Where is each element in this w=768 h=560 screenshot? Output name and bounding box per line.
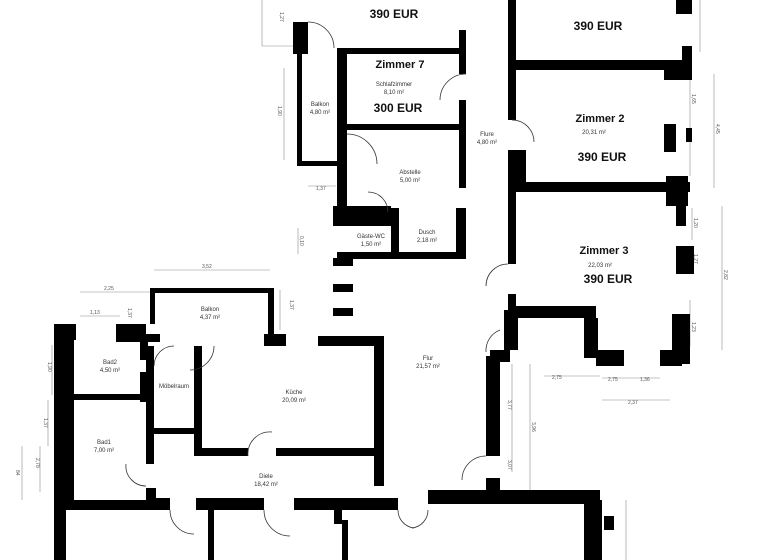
room-kueche: Küche 20,09 m² [282,390,306,404]
room-flure-small: Flure 4,80 m² [477,132,497,146]
svg-text:2,75: 2,75 [552,375,562,381]
svg-text:1,27: 1,27 [278,12,284,22]
room-bad2: Bad2 4,50 m² [100,360,120,374]
svg-text:22,03 m²: 22,03 m² [588,263,612,269]
svg-text:Gäste-WC: Gäste-WC [357,234,386,240]
dimension-labels: 1,27 1,90 1,37 0,10 3,52 1,37 2,25 1,13 … [14,12,728,476]
svg-text:21,57 m²: 21,57 m² [416,364,440,370]
room-label-top-right: 390 EUR [574,19,623,33]
svg-text:1,13: 1,13 [90,310,100,316]
walls [54,0,694,560]
svg-text:2,25: 2,25 [104,286,114,292]
svg-text:Abstelle: Abstelle [399,170,421,176]
svg-text:4,50 m²: 4,50 m² [100,368,120,374]
room-label-top: 390 EUR [370,7,419,21]
svg-text:1,27: 1,27 [692,254,698,264]
svg-text:84: 84 [14,470,20,476]
svg-text:4,45: 4,45 [714,124,720,134]
room-zimmer-3: Zimmer 3 22,03 m² 390 EUR [580,245,633,286]
room-moebelraum: Möbelraum [159,384,189,390]
svg-text:2,75: 2,75 [608,377,618,383]
room-zimmer-7: Zimmer 7 Schlafzimmer 8,10 m² 300 EUR [374,59,425,115]
room-bad1: Bad1 7,00 m² [94,440,114,454]
svg-text:Bad2: Bad2 [103,360,118,366]
room-balkon-lower: Balkon 4,37 m² [200,307,220,321]
svg-text:1,65: 1,65 [690,94,696,104]
svg-text:20,09 m²: 20,09 m² [282,398,306,404]
svg-text:18,42 m²: 18,42 m² [254,482,278,488]
svg-text:3,07: 3,07 [506,460,512,470]
svg-text:390 EUR: 390 EUR [584,272,633,286]
svg-text:4,37 m²: 4,37 m² [200,315,220,321]
svg-text:Küche: Küche [285,390,303,396]
svg-text:2,82: 2,82 [722,270,728,280]
room-abstelle: Abstelle 5,00 m² [399,170,421,184]
svg-text:3,96: 3,96 [530,422,536,432]
room-flur: Flur 21,57 m² [416,356,440,370]
svg-text:390 EUR: 390 EUR [574,19,623,33]
svg-text:Balkon: Balkon [311,102,329,108]
room-diele: Diele 18,42 m² [254,474,278,488]
svg-text:Schlafzimmer: Schlafzimmer [376,82,412,88]
svg-text:Zimmer 3: Zimmer 3 [580,245,629,257]
svg-text:4,80 m²: 4,80 m² [477,140,497,146]
svg-text:Möbelraum: Möbelraum [159,384,189,390]
svg-text:1,37: 1,37 [288,300,294,310]
svg-text:1,37: 1,37 [126,308,132,318]
room-zimmer-2: Zimmer 2 20,31 m² 390 EUR [576,113,627,164]
svg-text:4,80 m²: 4,80 m² [310,110,330,116]
svg-text:3,77: 3,77 [506,400,512,410]
svg-text:2,78: 2,78 [34,458,40,468]
svg-text:300 EUR: 300 EUR [374,101,423,115]
svg-text:Zimmer 2: Zimmer 2 [576,113,625,125]
svg-text:390 EUR: 390 EUR [370,7,419,21]
svg-text:1,23: 1,23 [690,322,696,332]
svg-text:1,90: 1,90 [46,362,52,372]
svg-text:Zimmer 7: Zimmer 7 [376,59,425,71]
svg-text:Diele: Diele [259,474,273,480]
svg-text:8,10 m²: 8,10 m² [384,90,404,96]
svg-text:Dusch: Dusch [418,230,435,236]
svg-text:Flure: Flure [480,132,494,138]
svg-text:1,37: 1,37 [316,186,326,192]
svg-text:2,18 m²: 2,18 m² [417,238,437,244]
room-balkon-upper: Balkon 4,80 m² [310,102,330,116]
svg-text:1,50 m²: 1,50 m² [361,242,381,248]
svg-text:Bad1: Bad1 [97,440,112,446]
svg-text:2,37: 2,37 [628,400,638,406]
svg-text:0,10: 0,10 [298,236,304,246]
svg-text:5,00 m²: 5,00 m² [400,178,420,184]
svg-text:Flur: Flur [423,356,433,362]
room-gaeste-wc: Gäste-WC 1,50 m² [357,234,386,248]
svg-text:1,36: 1,36 [640,377,650,383]
door-swings [125,21,535,537]
svg-text:390 EUR: 390 EUR [578,150,627,164]
svg-text:3,52: 3,52 [202,264,212,270]
svg-text:Balkon: Balkon [201,307,219,313]
svg-text:20,31 m²: 20,31 m² [582,130,606,136]
svg-text:1,20: 1,20 [692,218,698,228]
svg-text:7,00 m²: 7,00 m² [94,448,114,454]
svg-text:1,37: 1,37 [42,418,48,428]
svg-text:1,90: 1,90 [276,106,282,116]
room-dusche: Dusch 2,18 m² [417,230,437,244]
